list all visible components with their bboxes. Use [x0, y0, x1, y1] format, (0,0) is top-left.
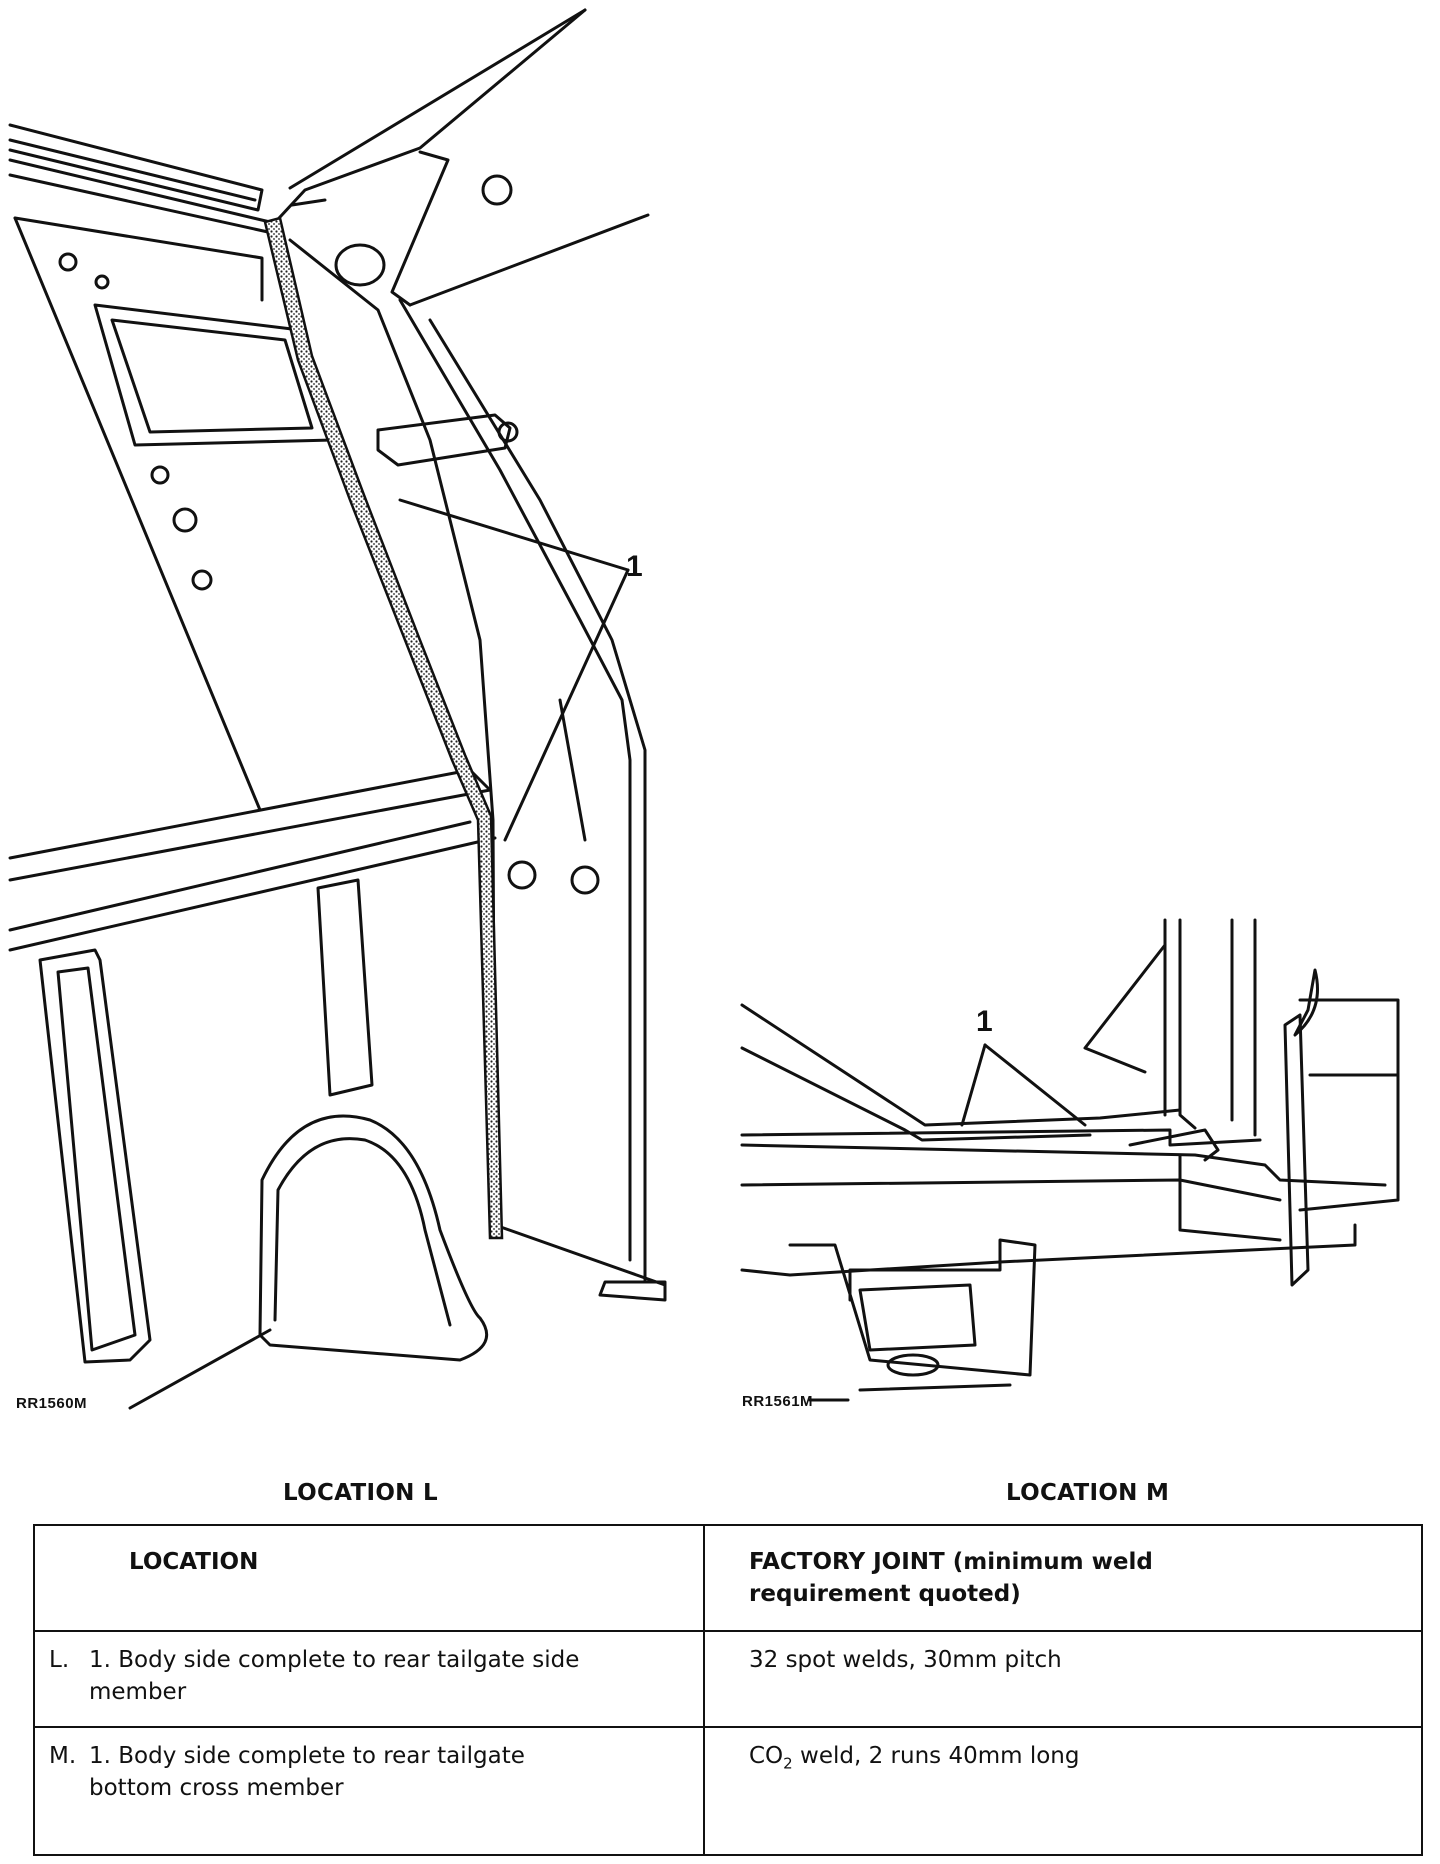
factory-joint-text: 32 spot welds, 30mm pitch: [749, 1647, 1062, 1673]
factory-joint-suffix: weld, 2 runs 40mm long: [792, 1743, 1080, 1769]
table-row: M. 1. Body side complete to rear tailgate…: [33, 1726, 1423, 1856]
column-header-factory-joint: FACTORY JOINT (minimum weld requirement …: [703, 1524, 1423, 1632]
factory-joint-text: CO2 weld, 2 runs 40mm long: [749, 1743, 1080, 1773]
technical-illustration: [8, 8, 1400, 1410]
location-m-heading: LOCATION M: [1006, 1480, 1170, 1506]
factory-joint-prefix: CO: [749, 1743, 784, 1769]
figure-code-left: RR1560M: [16, 1395, 88, 1412]
callout-number-left: 1: [626, 550, 643, 583]
factory-joint-cell: CO2 weld, 2 runs 40mm long: [703, 1726, 1423, 1856]
table-row: L. 1. Body side complete to rear tailgate…: [33, 1630, 1423, 1728]
location-description: 1. Body side complete to rear tailgate s…: [89, 1647, 580, 1705]
factory-joint-subscript: 2: [783, 1754, 793, 1773]
location-cell: M. 1. Body side complete to rear tailgate…: [33, 1726, 705, 1856]
location-description: 1. Body side complete to rear tailgate b…: [89, 1743, 525, 1801]
location-m-drawing: [740, 918, 1400, 1402]
column-header-location: LOCATION: [33, 1524, 705, 1632]
location-l-heading: LOCATION L: [283, 1480, 438, 1506]
callout-number-right: 1: [976, 1005, 993, 1038]
table-header-row: LOCATION FACTORY JOINT (minimum weld req…: [33, 1524, 1423, 1632]
row-key: L.: [49, 1647, 70, 1673]
figure-code-right: RR1561M: [742, 1393, 814, 1410]
row-key: M.: [49, 1743, 77, 1769]
location-cell: L. 1. Body side complete to rear tailgate…: [33, 1630, 705, 1728]
factory-joint-cell: 32 spot welds, 30mm pitch: [703, 1630, 1423, 1728]
weld-seam-l: [263, 216, 504, 1240]
location-l-drawing: [8, 8, 667, 1410]
weld-specification-table: LOCATION FACTORY JOINT (minimum weld req…: [33, 1524, 1423, 1856]
